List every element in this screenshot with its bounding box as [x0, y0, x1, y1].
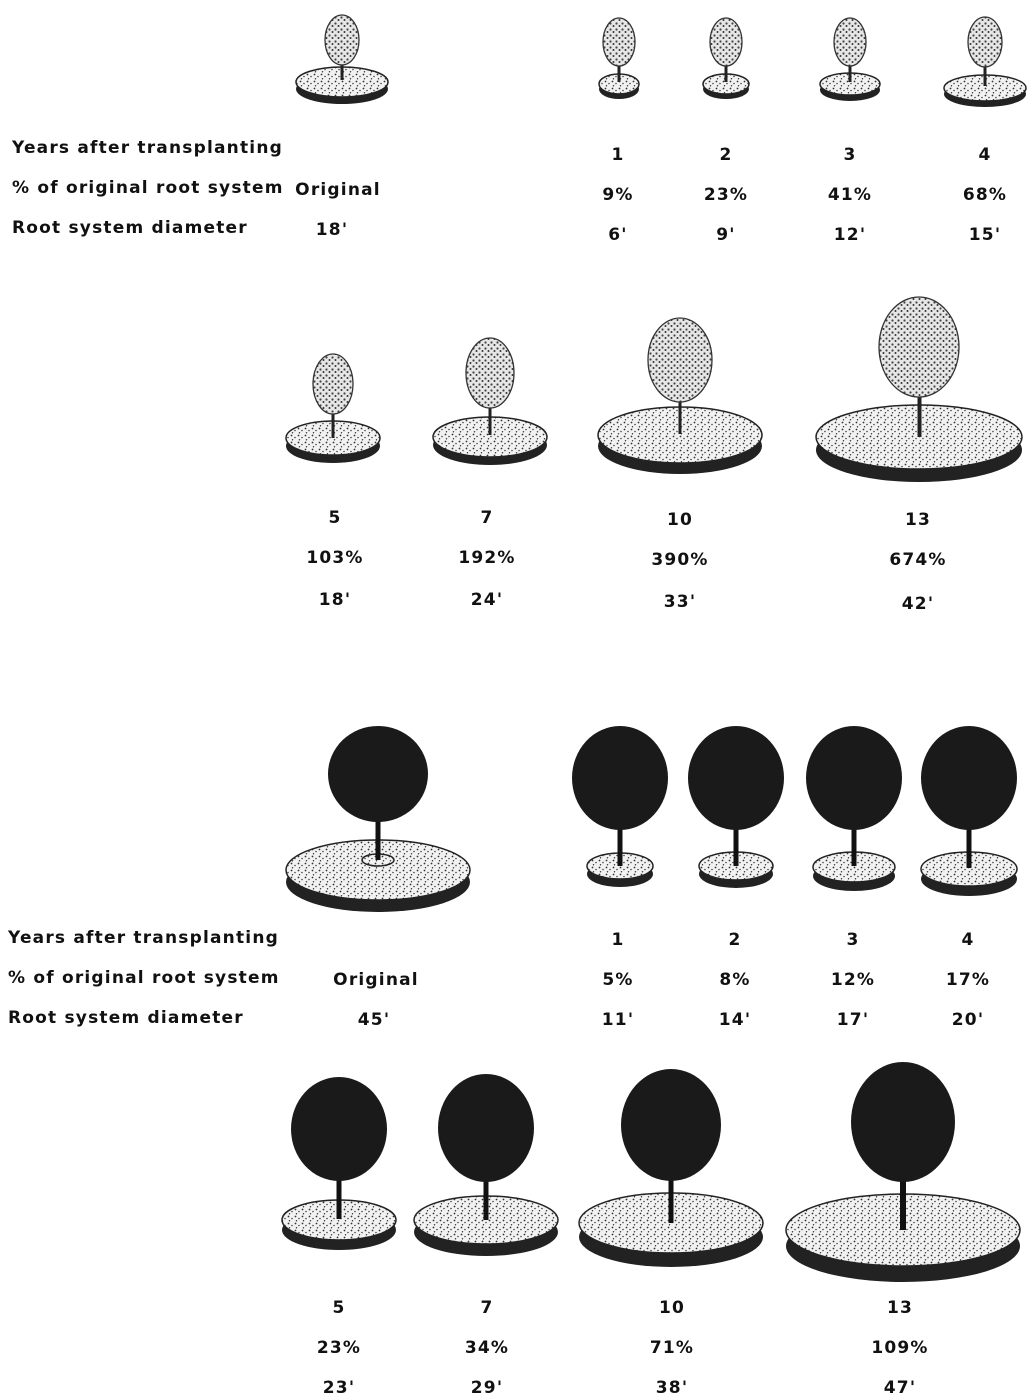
diameter-value: 9'	[716, 225, 735, 245]
label-diameter: Root system diameter	[12, 218, 248, 238]
diameter-value: 17'	[837, 1010, 869, 1030]
percent-value: 23%	[317, 1338, 361, 1358]
tree-d1-year-13	[813, 295, 1025, 485]
percent-value: 9%	[602, 185, 633, 205]
year-value: 10	[667, 510, 693, 530]
year-value: 7	[480, 1298, 493, 1318]
diameter-value: 18'	[319, 590, 351, 610]
tree-d2-year-3	[804, 726, 904, 892]
tree-d2-year-2	[686, 726, 786, 890]
diameter-value: 47'	[884, 1378, 916, 1398]
tree-original-2	[283, 722, 473, 914]
diameter-value: 6'	[608, 225, 627, 245]
year-value: 3	[846, 930, 859, 950]
tree-d2-year-10	[576, 1065, 766, 1271]
label-diameter: Root system diameter	[8, 1008, 244, 1028]
percent-value: 23%	[704, 185, 748, 205]
percent-value: 41%	[828, 185, 872, 205]
percent-value: 34%	[465, 1338, 509, 1358]
tree-d2-year-1	[570, 726, 670, 890]
diameter-value: 23'	[323, 1378, 355, 1398]
year-value: 4	[978, 145, 991, 165]
tree-d1-year-3	[818, 10, 882, 104]
percent-value: 12%	[831, 970, 875, 990]
diameter-value: 20'	[952, 1010, 984, 1030]
original-percent: Original	[295, 180, 381, 200]
tree-original-1	[292, 10, 392, 106]
percent-value: 17%	[946, 970, 990, 990]
original-diameter: 18'	[316, 220, 348, 240]
tree-d1-year-2	[701, 10, 751, 102]
year-value: 10	[659, 1298, 685, 1318]
diameter-value: 33'	[664, 592, 696, 612]
label-percent: % of original root system	[8, 968, 280, 988]
year-value: 7	[480, 508, 493, 528]
diameter-value: 15'	[969, 225, 1001, 245]
percent-value: 5%	[602, 970, 633, 990]
percent-value: 192%	[458, 548, 515, 568]
label-percent: % of original root system	[12, 178, 284, 198]
percent-value: 390%	[651, 550, 708, 570]
tree-d1-year-5	[283, 350, 383, 468]
diameter-value: 14'	[719, 1010, 751, 1030]
percent-value: 109%	[871, 1338, 928, 1358]
diameter-value: 38'	[656, 1378, 688, 1398]
tree-d1-year-7	[430, 335, 550, 469]
percent-value: 8%	[719, 970, 750, 990]
percent-value: 71%	[650, 1338, 694, 1358]
tree-d1-year-10	[595, 316, 765, 476]
diameter-value: 24'	[471, 590, 503, 610]
year-value: 3	[843, 145, 856, 165]
year-value: 2	[728, 930, 741, 950]
year-value: 4	[961, 930, 974, 950]
label-years: Years after transplanting	[8, 928, 279, 948]
diameter-value: 29'	[471, 1378, 503, 1398]
year-value: 1	[611, 145, 624, 165]
year-value: 1	[611, 930, 624, 950]
diameter-value: 11'	[602, 1010, 634, 1030]
year-value: 5	[332, 1298, 345, 1318]
original-percent: Original	[333, 970, 419, 990]
year-value: 13	[887, 1298, 913, 1318]
year-value: 13	[905, 510, 931, 530]
tree-d2-year-7	[411, 1072, 561, 1262]
tree-d2-year-5	[280, 1075, 398, 1257]
label-years: Years after transplanting	[12, 138, 283, 158]
year-value: 5	[328, 508, 341, 528]
diameter-value: 12'	[834, 225, 866, 245]
tree-d1-year-1	[597, 10, 641, 102]
diameter-value: 42'	[902, 594, 934, 614]
tree-d2-year-4	[918, 726, 1020, 896]
original-diameter: 45'	[358, 1010, 390, 1030]
percent-value: 674%	[889, 550, 946, 570]
percent-value: 68%	[963, 185, 1007, 205]
tree-d2-year-13	[783, 1058, 1023, 1284]
percent-value: 103%	[306, 548, 363, 568]
year-value: 2	[719, 145, 732, 165]
tree-d1-year-4	[942, 10, 1028, 110]
